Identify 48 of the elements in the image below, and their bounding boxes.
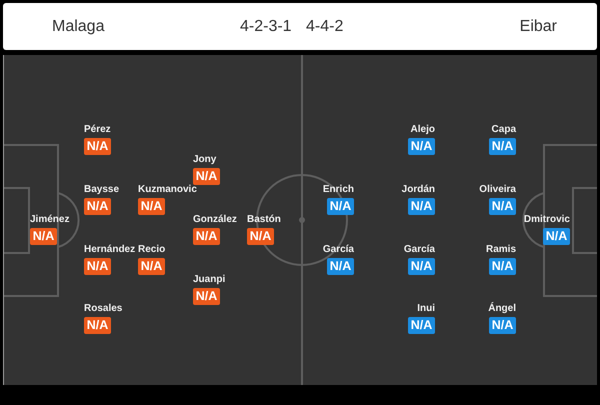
- player-name: Dmitrovic: [524, 214, 570, 226]
- player-name: Ramis: [486, 244, 516, 256]
- player-name: Hernández: [84, 244, 136, 256]
- rating-badge: N/A: [408, 198, 435, 215]
- rating-badge: N/A: [193, 168, 220, 185]
- rating-badge: N/A: [489, 258, 516, 275]
- player-name: Kuzmanovic: [138, 184, 197, 196]
- rating-badge: N/A: [489, 138, 516, 155]
- rating-badge: N/A: [327, 198, 354, 215]
- rating-badge: N/A: [84, 317, 111, 334]
- player-name: Inui: [417, 303, 435, 315]
- player-name: Rosales: [84, 303, 122, 315]
- rating-badge: N/A: [30, 228, 57, 245]
- rating-badge: N/A: [408, 138, 435, 155]
- rating-badge: N/A: [489, 198, 516, 215]
- player-name: Bastón: [247, 214, 281, 226]
- player-name: Alejo: [410, 124, 435, 136]
- rating-badge: N/A: [489, 317, 516, 334]
- player-name: Jiménez: [30, 214, 70, 226]
- formation-label: 4-4-2: [306, 17, 344, 36]
- rating-badge: N/A: [247, 228, 274, 245]
- rating-badge: N/A: [84, 138, 111, 155]
- player-name: Pérez: [84, 124, 111, 136]
- formation-label: 4-2-3-1: [240, 17, 292, 36]
- rating-badge: N/A: [84, 198, 111, 215]
- rating-badge: N/A: [138, 198, 165, 215]
- player-name: Recio: [138, 244, 166, 256]
- rating-badge: N/A: [193, 228, 220, 245]
- player-name: Jony: [193, 154, 216, 166]
- team-name: Eibar: [520, 17, 557, 36]
- player-name: Baysse: [84, 184, 120, 196]
- player-name: Oliveira: [479, 184, 516, 196]
- rating-badge: N/A: [327, 258, 354, 275]
- player-name: Capa: [492, 124, 516, 136]
- rating-badge: N/A: [543, 228, 570, 245]
- team-name: Malaga: [52, 17, 104, 36]
- rating-badge: N/A: [138, 258, 165, 275]
- player-name: Jordán: [402, 184, 435, 196]
- player-name: Ángel: [488, 303, 516, 315]
- player-name: García: [404, 244, 435, 256]
- rating-badge: N/A: [193, 288, 220, 305]
- player-name: Juanpi: [193, 274, 226, 286]
- player-name: Enrich: [322, 184, 354, 196]
- player-name: García: [322, 244, 354, 256]
- rating-badge: N/A: [84, 258, 111, 275]
- rating-badge: N/A: [408, 258, 435, 275]
- player-name: González: [193, 214, 237, 226]
- rating-badge: N/A: [408, 317, 435, 334]
